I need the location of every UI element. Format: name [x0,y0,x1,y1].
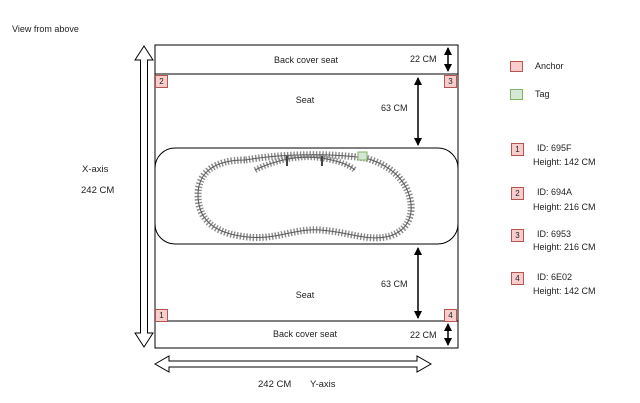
y-axis-length: 242 CM [258,379,292,390]
dim-63-bottom-label: 63 CM [381,279,408,289]
legend-tag-label: Tag [535,89,550,99]
x-axis-arrow [134,45,154,348]
y-axis-label: Y-axis [310,379,336,390]
anchor-badge-4: 4 [444,309,457,322]
anchor-info-height-1: Height: 142 CM [533,157,596,167]
legend-tag-swatch [510,89,523,100]
anchor-info-id-4: ID: 6E02 [537,272,573,282]
back-cover-seat-top-label: Back cover seat [273,55,339,65]
anchor-info-id-2: ID: 694A [537,187,573,197]
anchor-info-badge-1: 1 [511,143,524,156]
table [154,147,459,245]
dim-22-top-label: 22 CM [410,54,437,64]
tag-marker [357,151,368,161]
x-axis-label: X-axis [82,164,109,175]
anchor-info-height-4: Height: 142 CM [533,286,596,296]
y-axis-arrow [153,355,433,373]
x-axis-length: 242 CM [81,185,115,196]
anchor-info-id-3: ID: 6953 [537,229,572,239]
anchor-info-badge-4: 4 [511,272,524,285]
diagram-title: View from above [12,24,79,34]
back-cover-seat-bottom-label: Back cover seat [272,329,338,339]
seat-bottom-label: Seat [295,290,315,300]
dim-63-top-label: 63 CM [381,103,408,113]
legend-anchor-label: Anchor [535,61,564,71]
anchor-info-height-3: Height: 216 CM [533,242,596,252]
anchor-info-height-2: Height: 216 CM [533,202,596,212]
anchor-info-id-1: ID: 695F [537,143,572,153]
anchor-badge-2: 2 [155,75,168,88]
anchor-badge-3: 3 [444,75,457,88]
anchor-info-badge-2: 2 [511,187,524,200]
anchor-badge-1: 1 [155,309,168,322]
dim-22-bottom-label: 22 CM [410,330,437,340]
seat-top-label: Seat [295,95,315,105]
anchor-info-badge-3: 3 [511,229,524,242]
legend-anchor-swatch [510,61,523,72]
